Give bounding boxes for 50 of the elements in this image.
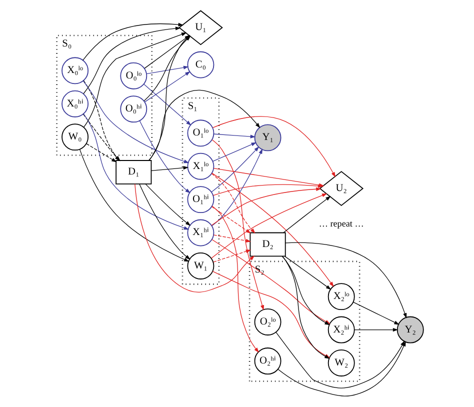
arrow <box>82 26 180 94</box>
arrow <box>354 328 398 332</box>
arrow <box>211 172 334 287</box>
arrow <box>284 256 331 290</box>
arrow <box>212 250 251 262</box>
arrow <box>210 148 262 226</box>
node-circle: X₁ʰⁱ <box>186 219 214 246</box>
node-circle: X₂ʰⁱ <box>327 316 354 344</box>
node-circle: X₀ˡᵒ <box>61 57 88 84</box>
node-circle: O₁ʰⁱ <box>186 186 214 214</box>
node-circle: O₀ˡᵒ <box>120 62 147 90</box>
arrow <box>144 71 190 102</box>
label: … repeat … <box>318 218 364 229</box>
node-circle: X₁ˡᵒ <box>186 152 214 180</box>
node-circle: C₀ <box>186 51 214 78</box>
arrow <box>210 187 321 226</box>
node-circle: O₀ʰⁱ <box>120 96 147 123</box>
arrow <box>211 206 259 353</box>
arrow <box>284 242 406 318</box>
arrow <box>210 193 327 259</box>
arrow <box>212 116 336 178</box>
node-circle: W₀ <box>61 124 88 151</box>
node-circle: W₂ <box>327 350 354 376</box>
arrow <box>86 143 116 162</box>
node-circle: X₂ˡᵒ <box>327 283 354 310</box>
arrow <box>82 113 189 230</box>
arrow <box>352 302 399 325</box>
arrow <box>138 184 190 260</box>
arrow <box>134 184 254 293</box>
arrow <box>212 142 256 162</box>
node-circle: O₂ˡᵒ <box>254 308 281 336</box>
arrow <box>212 234 251 242</box>
node-circle: Y₂ <box>396 316 424 344</box>
node-box: D₁ <box>115 160 152 184</box>
node-circle: W₁ <box>186 252 214 280</box>
arrow <box>212 134 256 138</box>
arrow <box>144 184 190 226</box>
arrow <box>210 146 259 192</box>
arrow <box>148 90 260 161</box>
arrow <box>146 66 188 74</box>
arrow <box>143 84 191 126</box>
node-box: D₂ <box>249 232 286 257</box>
node-circle: X₀ʰⁱ <box>61 90 88 118</box>
arrow <box>211 139 264 310</box>
arrow <box>78 148 189 262</box>
arrow <box>282 196 330 234</box>
arrow <box>138 120 190 194</box>
arrow <box>150 166 188 172</box>
arrow <box>82 32 186 128</box>
arrow <box>82 22 183 60</box>
